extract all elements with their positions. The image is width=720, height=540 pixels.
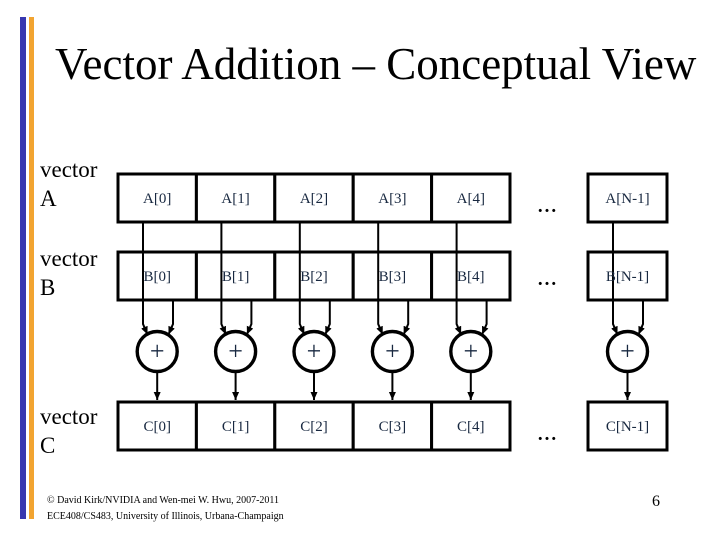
vector-a-word: vector [40,157,98,182]
box-a3 [351,172,434,224]
cell-c3-label: C[3] [379,419,407,435]
plus-circle-1 [213,329,258,374]
plus-sign-last: + [620,337,635,366]
cell-b4-label: B[4] [457,269,485,285]
cell-b0-label: B[0] [143,269,171,285]
box-a2 [273,172,355,224]
a2-to-plus-arrow [297,222,306,335]
box-c1 [194,400,277,452]
vector-c-letter: C [40,433,56,458]
plus-sign-4: + [463,337,478,366]
ellipsis-a: ... [538,196,558,217]
blue-accent-bar [20,17,26,519]
vector-c-word: vector [40,404,98,429]
plus-circle-4 [449,329,493,374]
box-c4 [430,400,512,452]
vector-b-word: vector [40,246,98,271]
box-b-last [586,250,669,302]
footer: © David Kirk/NVIDIA and Wen-mei W. Hwu, … [47,493,284,525]
cell-b3-label: B[3] [379,269,407,285]
box-b1 [194,250,277,302]
a4-to-plus-arrow [454,222,463,335]
plus-circle-0 [135,329,179,374]
b3-to-plus-arrow [402,300,411,335]
cell-a4-label: A[4] [457,191,485,207]
b1-to-plus-arrow [245,300,254,335]
vector-a-label: vector A [40,155,97,213]
cell-a3-label: A[3] [378,191,406,207]
box-c3 [351,400,434,452]
orange-accent-bar [29,17,34,519]
cell-a0-label: A[0] [143,191,171,207]
cell-a2-label: A[2] [300,191,328,207]
cell-blast-label: B[N-1] [606,269,649,285]
b4-to-plus-arrow [481,300,489,335]
page-number: 6 [652,493,660,510]
blast-to-plus-arrow [637,300,645,335]
a1-to-plus-arrow [219,222,227,335]
box-c-last [586,400,669,452]
footer-course: ECE408/CS483, University of Illinois, Ur… [47,511,284,522]
cell-clast-label: C[N-1] [606,419,649,435]
vector-b-label: vector B [40,244,97,302]
box-a-last [586,172,669,224]
box-b2 [273,250,355,302]
plus-circle-last [605,329,650,374]
plus-sign-2: + [307,337,322,366]
plus-sign-0: + [150,337,165,366]
vector-a-letter: A [40,186,57,211]
cell-c0-label: C[0] [143,419,171,435]
box-a1 [194,172,277,224]
cell-c2-label: C[2] [300,419,328,435]
box-a0 [116,172,198,224]
cell-c4-label: C[4] [457,419,485,435]
cell-c1-label: C[1] [222,419,250,435]
plus-circle-2 [292,329,336,374]
plus-sign-3: + [385,337,400,366]
ellipsis-b: ... [538,269,558,290]
cell-a1-label: A[1] [221,191,249,207]
b2-to-plus-arrow [324,300,332,335]
alast-to-plus-arrow [611,222,619,335]
cell-alast-label: A[N-1] [605,191,649,207]
ellipsis-c: ... [538,424,558,445]
plus-sign-1: + [228,337,243,366]
page-title: Vector Addition – Conceptual View [55,39,697,89]
vector-c-label: vector C [40,402,97,460]
plus-circle-3 [370,329,415,374]
box-b0 [116,250,198,302]
a0-to-plus-arrow [141,222,149,335]
cell-b1-label: B[1] [222,269,250,285]
vector-b-letter: B [40,275,56,300]
cell-b2-label: B[2] [300,269,328,285]
b0-to-plus-arrow [167,300,175,335]
box-b4 [430,250,512,302]
box-a4 [430,172,512,224]
footer-copyright: © David Kirk/NVIDIA and Wen-mei W. Hwu, … [47,495,280,506]
a3-to-plus-arrow [376,222,384,335]
